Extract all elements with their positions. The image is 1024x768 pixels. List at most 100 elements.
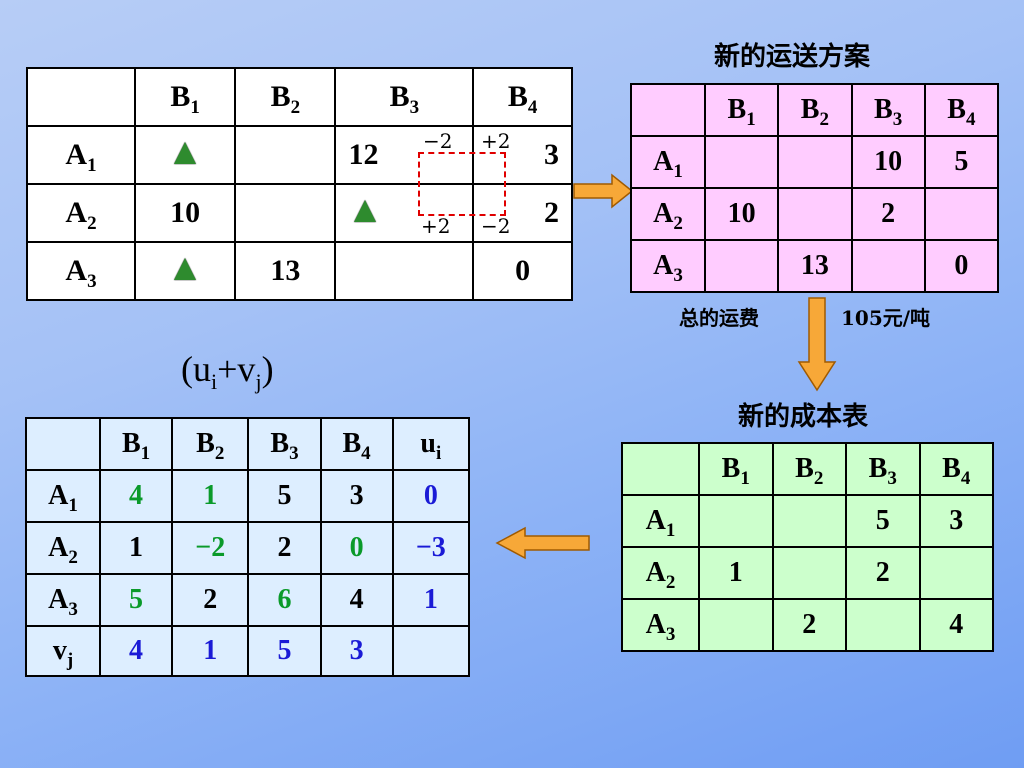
corner-cell: [630, 83, 706, 137]
cost-cell: 2: [771, 598, 847, 652]
cost-cell: [698, 494, 774, 548]
new-plan-title: 新的运送方案: [714, 42, 871, 72]
row-header-a2: A2: [26, 183, 136, 243]
green-triangle-icon: [174, 142, 197, 164]
uv-cell: 5: [98, 573, 174, 627]
left-arrow-icon: [495, 526, 590, 560]
row-header-a3: A3: [621, 598, 700, 652]
cost-cell: [845, 598, 921, 652]
plan-cell: [133, 125, 237, 185]
row-header-a1: A1: [621, 494, 700, 548]
col-header-b3: B3: [247, 417, 322, 471]
cost-cell: [698, 598, 774, 652]
col-header-b2: B2: [777, 83, 853, 137]
new-cost-table-title: 新的成本表: [738, 402, 869, 432]
plan-cell: 2: [472, 183, 573, 243]
plan-cell: [133, 241, 237, 301]
col-header-b1: B1: [133, 67, 237, 127]
col-header-b2: B2: [771, 442, 847, 496]
cost-cell: 3: [918, 494, 994, 548]
v-value: 4: [98, 625, 174, 677]
adjust-mark-top-left: −2: [423, 129, 453, 153]
uv-cell: 1: [98, 521, 174, 575]
plan-cell: [334, 241, 475, 301]
cost-cell: [771, 494, 847, 548]
new-plan-cell: 10: [703, 187, 780, 241]
v-value: 3: [319, 625, 394, 677]
uv-cell: 2: [171, 573, 250, 627]
u-value: 1: [391, 573, 471, 627]
plan-cell: 10: [133, 183, 237, 243]
new-plan-cell: 10: [850, 135, 926, 189]
plan-cell: 13: [234, 241, 337, 301]
v-value: 5: [247, 625, 322, 677]
u-header: ui: [391, 417, 471, 471]
green-triangle-icon: [174, 258, 197, 280]
plan-cell: [234, 125, 337, 185]
new-plan-cell: 0: [923, 239, 1000, 293]
v-value: 1: [171, 625, 250, 677]
new-plan-cell: [703, 239, 780, 293]
uv-cell: −2: [171, 521, 250, 575]
cost-cell: 1: [698, 546, 774, 600]
uv-cell: 1: [171, 469, 250, 523]
col-header-b3: B3: [845, 442, 921, 496]
col-header-b4: B4: [319, 417, 394, 471]
row-header-a1: A1: [26, 125, 136, 185]
total-cost-label: 总的运费: [679, 306, 759, 330]
cost-cell: 2: [845, 546, 921, 600]
new-plan-cell: 5: [923, 135, 1000, 189]
down-arrow-icon: [797, 297, 837, 392]
adjustment-loop: [418, 152, 506, 216]
col-header-b2: B2: [234, 67, 337, 127]
row-header-a2: A2: [621, 546, 700, 600]
cost-cell: [771, 546, 847, 600]
col-header-b3: B3: [334, 67, 475, 127]
plan-cell: [234, 183, 337, 243]
new-plan-cell: [777, 187, 853, 241]
u-value: −3: [391, 521, 471, 575]
new-plan-table: B1 B2 B3 B4 A1 10 5 A2 10 2 A3 13 0: [630, 83, 1000, 293]
green-triangle-icon: [354, 200, 377, 222]
uv-cell: 4: [98, 469, 174, 523]
potential-table: B1 B2 B3 B4 ui A1 4 1 5 3 0 A2 1 −2 2 0 …: [25, 417, 471, 677]
cost-cell: 5: [845, 494, 921, 548]
row-header-a3: A3: [25, 573, 101, 627]
uv-cell: 4: [319, 573, 394, 627]
u-value: 0: [391, 469, 471, 523]
cost-cell: [918, 546, 994, 600]
col-header-b1: B1: [703, 83, 780, 137]
new-plan-cell: [850, 239, 926, 293]
current-plan-table: B1 B2 B3 B4 A1 12 3 A2 10 2 A3 13 0: [26, 67, 573, 301]
col-header-b2: B2: [171, 417, 250, 471]
uv-cell: 2: [247, 521, 322, 575]
col-header-b4: B4: [918, 442, 994, 496]
adjust-mark-bottom-left: +2: [421, 214, 451, 238]
new-plan-cell: [703, 135, 780, 189]
new-plan-cell: 13: [777, 239, 853, 293]
col-header-b4: B4: [923, 83, 1000, 137]
row-header-a2: A2: [630, 187, 706, 241]
new-plan-cell: 2: [850, 187, 926, 241]
plan-cell: 0: [472, 241, 573, 301]
plan-cell: [334, 183, 475, 243]
adjust-mark-bottom-right: −2: [481, 214, 511, 238]
col-header-b4: B4: [472, 67, 573, 127]
corner-cell: [25, 417, 101, 471]
corner-cell: [26, 67, 136, 127]
row-header-a3: A3: [26, 241, 136, 301]
v-header: vj: [25, 625, 101, 677]
col-header-b1: B1: [698, 442, 774, 496]
cost-cell: 4: [918, 598, 994, 652]
row-header-a3: A3: [630, 239, 706, 293]
adjust-mark-top-right: +2: [481, 129, 511, 153]
row-header-a2: A2: [25, 521, 101, 575]
uv-cell: 5: [247, 469, 322, 523]
new-cost-table: B1 B2 B3 B4 A1 5 3 A2 1 2 A3 2 4: [621, 442, 994, 652]
uv-cell: 0: [319, 521, 394, 575]
empty-cell: [391, 625, 471, 677]
corner-cell: [621, 442, 700, 496]
row-header-a1: A1: [630, 135, 706, 189]
new-plan-cell: [777, 135, 853, 189]
plan-cell: 12: [334, 125, 475, 185]
